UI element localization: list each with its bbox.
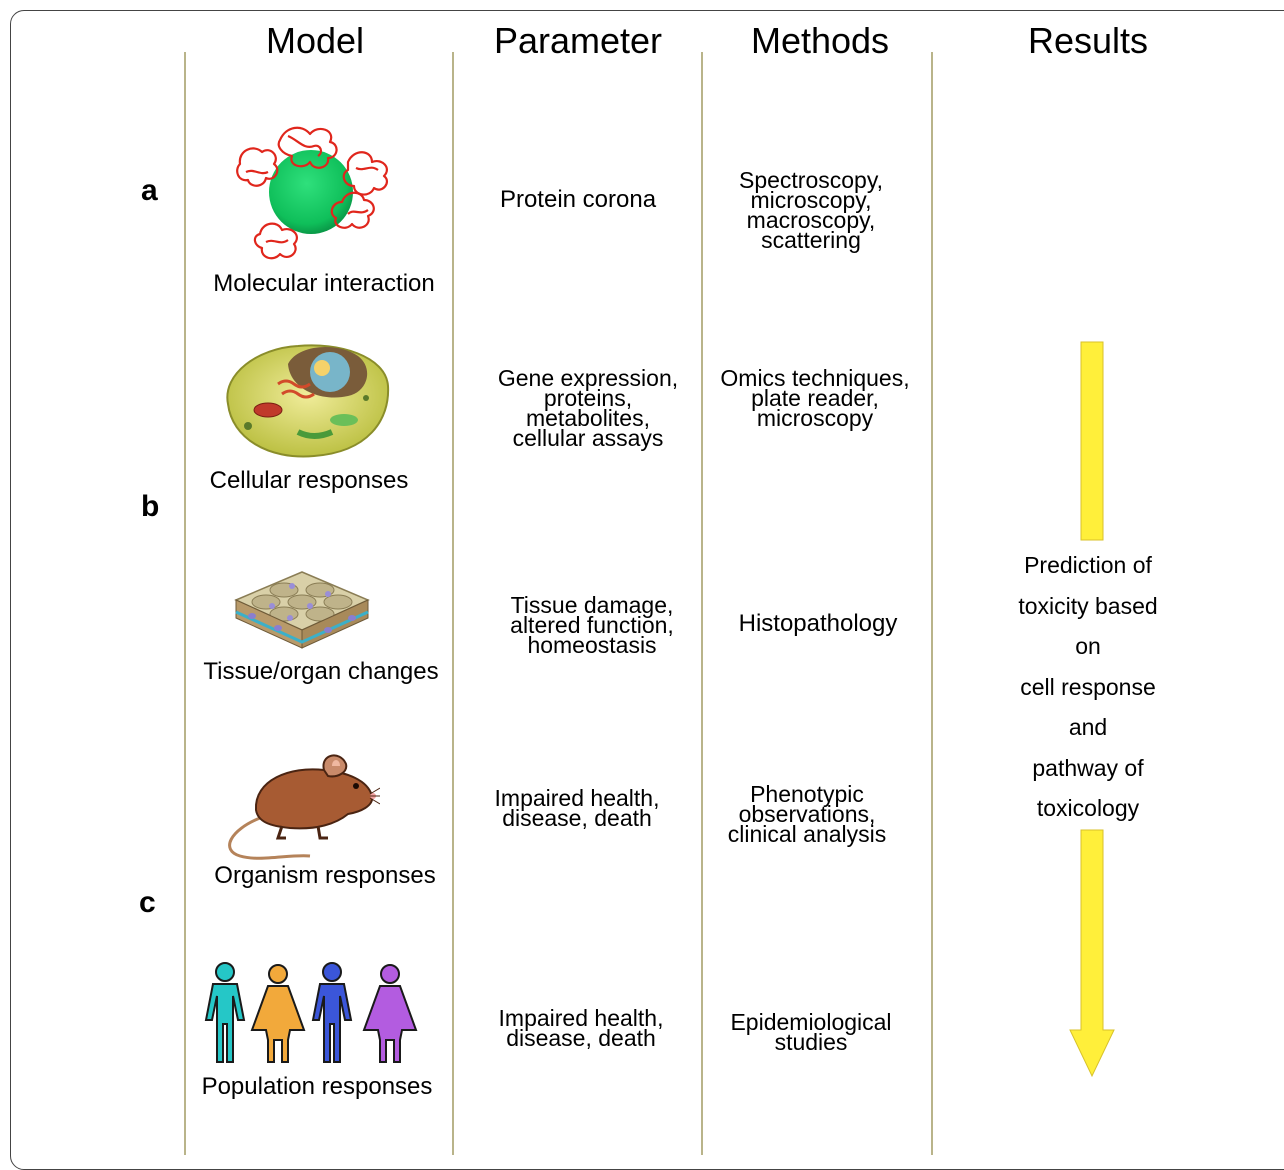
parameter-2-line-1: Gene expression, [497, 365, 679, 391]
methods-2: Omics techniques, plate reader, microsco… [704, 365, 926, 431]
nanoparticle-protein-corona-icon [236, 126, 389, 260]
divider-model [184, 52, 186, 1155]
prediction-line-7: toxicology [1036, 795, 1140, 821]
methods-2-line-3: microscopy [756, 405, 874, 431]
person-man-icon [204, 962, 246, 1063]
results-arrow-icon [1069, 341, 1115, 1078]
prediction-line-5: and [1068, 714, 1108, 740]
methods-1-line-2: microscopy, [750, 187, 872, 213]
methods-4-line-3: clinical analysis [727, 821, 887, 847]
model-label-population: Population responses [201, 1073, 433, 1100]
parameter-3: Tissue damage, altered function, homeost… [484, 592, 700, 658]
methods-5: Epidemiological studies [706, 1009, 916, 1055]
cell-icon [226, 344, 390, 458]
person-man-icon [311, 962, 353, 1063]
divider-methods [701, 52, 703, 1155]
divider-results [931, 52, 933, 1155]
mouse-icon [228, 754, 380, 860]
header-methods: Methods [750, 20, 890, 61]
parameter-5-line-2: disease, death [506, 1025, 656, 1051]
parameter-5-line-1: Impaired health, [498, 1005, 664, 1031]
parameter-2-line-2: proteins, [543, 385, 633, 411]
parameter-2-line-4: cellular assays [512, 425, 664, 451]
header-model: Model [265, 20, 365, 61]
model-label-molecular: Molecular interaction [213, 270, 435, 297]
methods-4-line-1: Phenotypic [750, 781, 864, 807]
parameter-5: Impaired health, disease, death [470, 1005, 692, 1051]
methods-4: Phenotypic observations, clinical analys… [704, 781, 910, 847]
parameter-3-line-2: altered function, [510, 612, 674, 638]
divider-parameter [452, 52, 454, 1155]
person-woman-icon [362, 964, 418, 1063]
methods-2-line-2: plate reader, [751, 385, 879, 411]
prediction-line-4: cell response [1020, 673, 1156, 700]
methods-3-line-1: Histopathology [738, 610, 898, 637]
parameter-3-line-3: homeostasis [527, 632, 657, 658]
parameter-4-line-1: Impaired health, [494, 785, 660, 811]
header-results: Results [1027, 20, 1149, 61]
methods-2-line-1: Omics techniques, [720, 365, 910, 391]
person-woman-icon [250, 964, 306, 1063]
model-label-tissue: Tissue/organ changes [203, 658, 439, 685]
results-prediction: Prediction of toxicity based on cell res… [990, 545, 1186, 829]
prediction-line-1: Prediction of [1024, 552, 1152, 578]
methods-5-line-1: Epidemiological [730, 1009, 892, 1035]
prediction-line-2: toxicity based [1018, 592, 1158, 619]
model-label-cellular: Cellular responses [209, 467, 409, 494]
tissue-icon [234, 571, 370, 649]
parameter-2: Gene expression, proteins, metabolites, … [478, 365, 698, 451]
population-icon [204, 962, 418, 1063]
parameter-3-line-1: Tissue damage, [510, 592, 674, 618]
prediction-line-3: on [1075, 633, 1101, 659]
methods-1-line-3: macroscopy, [746, 207, 876, 233]
row-label-b: b [141, 490, 160, 523]
model-label-organism: Organism responses [214, 862, 436, 889]
methods-1-line-1: Spectroscopy, [738, 167, 884, 193]
methods-1-line-4: scattering [761, 227, 861, 253]
methods-4-line-2: observations, [738, 801, 876, 827]
header-parameter: Parameter [493, 20, 663, 61]
prediction-line-6: pathway of [1032, 754, 1144, 781]
parameter-1-line-1: Protein corona [499, 186, 657, 213]
methods-1: Spectroscopy, microscopy, macroscopy, sc… [706, 167, 916, 253]
parameter-4: Impaired health, disease, death [466, 785, 688, 831]
parameter-4-line-2: disease, death [502, 805, 652, 831]
methods-5-line-2: studies [774, 1029, 848, 1055]
row-label-c: c [139, 886, 156, 919]
row-label-a: a [141, 174, 158, 207]
parameter-2-line-3: metabolites, [525, 405, 650, 431]
